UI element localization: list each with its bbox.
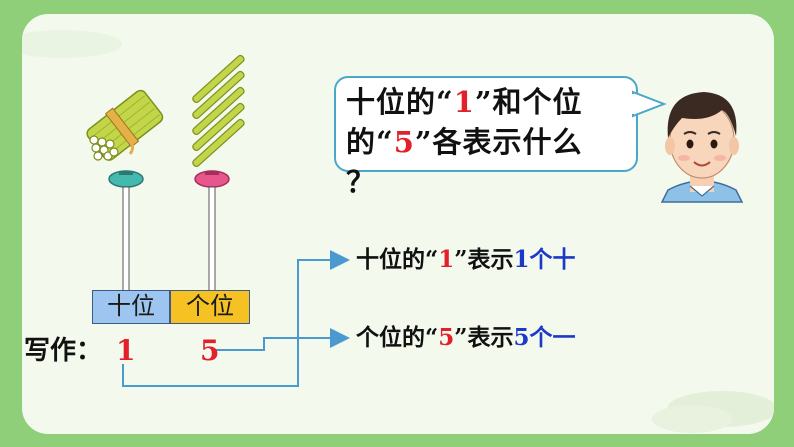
question-digit-5: 5 (393, 125, 415, 159)
question-line-1-a: 十位的“ (346, 85, 454, 119)
tens-digit: 1 (116, 334, 136, 367)
background-decoration (22, 30, 774, 433)
tens-place-label: 十位 (92, 290, 170, 324)
single-stick-icon (192, 54, 245, 168)
ones-meaning-value: 5个一 (513, 324, 576, 351)
question-line-1-b: ”和个位 (474, 85, 583, 119)
question-line-2-a: 的“ (346, 125, 394, 159)
written-number: 写作： (24, 334, 102, 368)
tens-meaning-value: 1个十 (513, 246, 576, 273)
speech-bubble (334, 76, 638, 172)
question-text: 十位的“1”和个位 的“5”各表示什么 ？ (346, 82, 636, 202)
ones-place-label: 个位 (170, 290, 250, 324)
ones-meaning-middle: ”表示 (454, 324, 514, 351)
ones-meaning: 个位的“5”表示5个一 (356, 322, 576, 354)
write-label: 写作： (24, 336, 103, 366)
tens-meaning-middle: ”表示 (454, 246, 514, 273)
question-line-2-b: ”各表示什么 (414, 125, 583, 159)
tens-meaning-prefix: 十位的“ (356, 246, 439, 273)
question-line-2: 的“5”各表示什么 (346, 122, 636, 162)
question-line-1: 十位的“1”和个位 (346, 82, 636, 122)
abacus-bead-icon (108, 170, 230, 188)
question-digit-1: 1 (453, 85, 475, 119)
question-line-3: ？ (346, 165, 377, 199)
ones-meaning-prefix: 个位的“ (356, 324, 439, 351)
stick-bundle-icon (86, 89, 164, 161)
ones-digit: 5 (200, 334, 220, 367)
ones-meaning-digit: 5 (438, 324, 455, 351)
tens-meaning-digit: 1 (438, 246, 455, 273)
tens-meaning: 十位的“1”表示1个十 (356, 244, 576, 276)
